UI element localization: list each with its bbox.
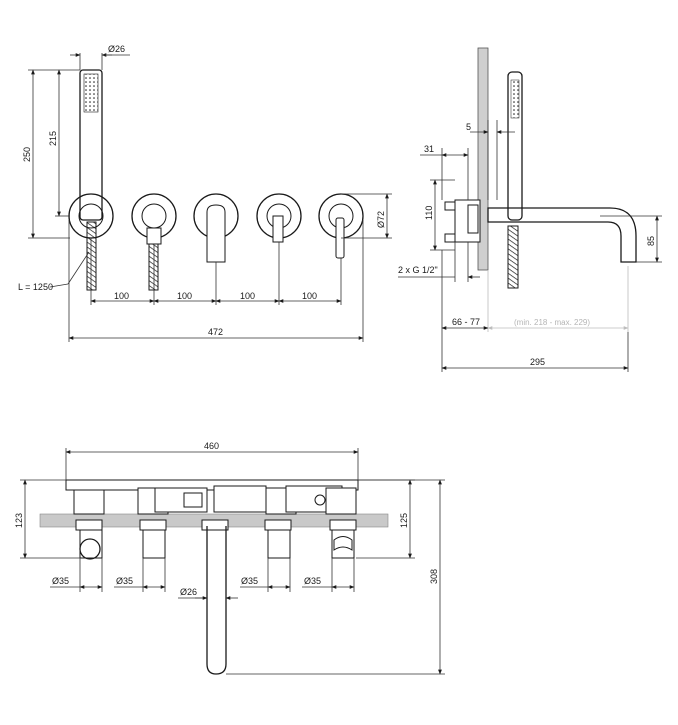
dim-66-77: 66 - 77	[452, 317, 480, 327]
dim-rosette-dia: Ø72	[376, 211, 386, 228]
dim-dia35-1: Ø35	[52, 576, 69, 586]
top-view: 460 123 125 308 Ø35 Ø35 Ø35	[14, 441, 445, 675]
hose	[86, 221, 97, 291]
dim-connection: 2 x G 1/2"	[398, 265, 438, 275]
side-view: 5 31 110 2 x G 1/2" 66 - 77 (min. 218 - …	[398, 47, 662, 372]
front-view: Ø26 250 215 L = 1250 100 100 100 100 472	[18, 44, 392, 342]
dim-dia35-2: Ø35	[116, 576, 133, 586]
dim-spacing-4: 100	[302, 291, 317, 301]
handshower-head	[83, 73, 99, 113]
dim-460: 460	[204, 441, 219, 451]
dim-spacing-2: 100	[177, 291, 192, 301]
dim-dia26-spout: Ø26	[180, 587, 197, 597]
dim-spacing-3: 100	[240, 291, 255, 301]
dim-handshower-dia: Ø26	[108, 44, 125, 54]
dim-5: 5	[466, 122, 471, 132]
dim-123: 123	[14, 513, 24, 528]
dim-295: 295	[530, 357, 545, 367]
spout	[487, 207, 637, 263]
dim-250: 250	[22, 147, 32, 162]
mixer-body	[65, 479, 359, 491]
dim-dia35-4: Ø35	[304, 576, 321, 586]
dim-125: 125	[399, 513, 409, 528]
dim-min-max: (min. 218 - max. 229)	[514, 318, 590, 327]
dim-85: 85	[646, 236, 656, 246]
handshower	[79, 69, 103, 221]
dim-dia35-3: Ø35	[241, 576, 258, 586]
mixer-lever	[206, 204, 226, 263]
dim-total-width: 472	[208, 327, 223, 337]
dim-31: 31	[424, 144, 434, 154]
dim-110: 110	[424, 206, 434, 220]
dim-hose-length: L = 1250	[18, 282, 53, 292]
hose-2	[148, 243, 159, 291]
lever-4	[272, 215, 284, 243]
dim-215: 215	[48, 131, 58, 146]
dim-spacing-1: 100	[114, 291, 129, 301]
dim-308: 308	[429, 569, 439, 584]
spout-top	[206, 526, 227, 675]
